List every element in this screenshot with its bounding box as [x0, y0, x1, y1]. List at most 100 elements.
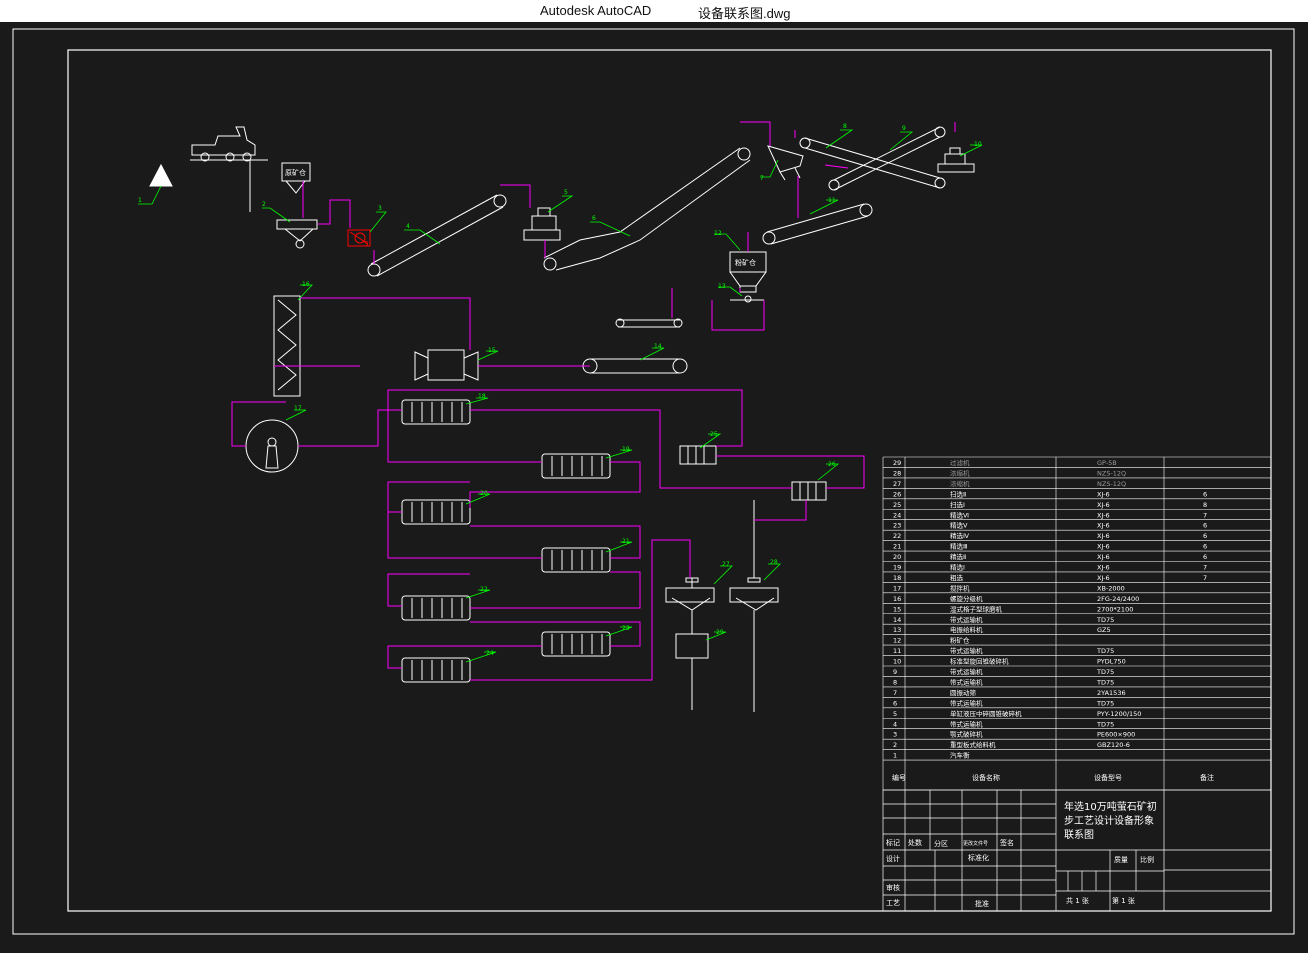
- callout-8: 8: [843, 123, 847, 130]
- bom-cell-no: 28: [893, 469, 901, 477]
- bom-cell-name: 搅拌机: [950, 583, 970, 592]
- bom-cell-remark: 6: [1203, 522, 1207, 530]
- bom-cell-name: 单缸液压中碎圆锥破碎机: [950, 709, 1022, 718]
- callout-19: 19: [622, 446, 630, 453]
- bom-cell-no: 21: [893, 543, 901, 551]
- bom-cell-no: 25: [893, 501, 901, 509]
- bom-cell-remark: 6: [1203, 490, 1207, 498]
- equipment-graphics: [149, 126, 975, 473]
- bom-cell-model: PYY-1200/150: [1097, 710, 1141, 718]
- bom-cell-name: 扫选Ⅰ: [950, 500, 965, 509]
- bom-cell-model: XB-2000: [1097, 584, 1125, 592]
- bom-cell-name: 电振给料机: [950, 625, 983, 634]
- callout-16: 16: [302, 281, 310, 288]
- bom-cell-model: NZS-12Q: [1097, 469, 1126, 477]
- callout-1: 1: [138, 197, 142, 204]
- bom-cell-model: XJ-6: [1097, 553, 1110, 561]
- drawing-title-line1: 年选10万吨萤石矿初: [1064, 800, 1157, 813]
- bom-cell-no: 18: [893, 574, 901, 582]
- tb-process: 工艺: [886, 899, 900, 907]
- tb-mark: 标记: [886, 838, 900, 847]
- callout-12: 12: [714, 230, 722, 237]
- bom-cell-name: 精选Ⅵ: [950, 510, 969, 519]
- bom-cell-no: 1: [893, 752, 897, 760]
- bom-cell-no: 29: [893, 459, 901, 467]
- callout-28: 28: [770, 559, 778, 566]
- scale-triangle-icon: [149, 163, 173, 187]
- flotation-cell-24: [401, 657, 471, 683]
- flotation-cell-18: [401, 399, 471, 425]
- bom-cell-remark: 8: [1203, 501, 1207, 509]
- bom-cell-name: 圆振动筛: [950, 688, 977, 697]
- bom-cell-name: 精选Ⅴ: [950, 521, 968, 530]
- tb-zone: 分区: [934, 839, 948, 848]
- bom-cell-model: TD75: [1096, 720, 1114, 728]
- bom-cell-name: 精选Ⅳ: [950, 531, 969, 540]
- outer-border: [12, 28, 1295, 935]
- flotation-cell-23: [541, 631, 611, 657]
- bom-cell-name: 粗选: [950, 573, 964, 582]
- bom-cell-remark: 6: [1203, 543, 1207, 551]
- bom-header-remark: 备注: [1200, 773, 1214, 782]
- bom-cell-no: 4: [893, 720, 897, 728]
- tb-total-sheets: 共 1 张: [1066, 896, 1089, 905]
- flotation-cell-22: [401, 595, 471, 621]
- bom-header-model: 设备型号: [1094, 773, 1122, 782]
- bom-cell-name: 浓缩机: [950, 479, 970, 488]
- bom-cell-name: 颚式破碎机: [950, 730, 983, 739]
- tb-design: 设计: [886, 854, 900, 863]
- bom-cell-no: 12: [893, 637, 901, 645]
- app-name: Autodesk AutoCAD: [540, 3, 652, 18]
- flotation-cell-21: [541, 547, 611, 573]
- bom-cell-no: 8: [893, 678, 897, 686]
- title-bar: Autodesk AutoCAD 设备联系图.dwg: [0, 0, 1308, 22]
- drawing-title-line3: 联系图: [1064, 829, 1094, 841]
- callout-3: 3: [378, 205, 382, 212]
- bom-cell-name: 精选Ⅱ: [950, 552, 966, 561]
- tb-sign: 签名: [1000, 838, 1014, 847]
- bom-cell-remark: 7: [1203, 511, 1207, 519]
- bom-cell-model: NZS-12Q: [1097, 480, 1126, 488]
- drawing-canvas[interactable]: 1 2 3 4 5 6 7 8 9 10 11 12 13 14 15 16 1…: [0, 22, 1308, 949]
- bom-cell-model: PE600×900: [1097, 731, 1135, 739]
- thickener-27: [665, 577, 715, 611]
- bom-cell-name: 带式运输机: [950, 719, 983, 728]
- bom-cell-model: XJ-6: [1097, 543, 1110, 551]
- inner-border: [67, 49, 1272, 912]
- tb-mass: 质量: [1114, 855, 1128, 864]
- callout-20: 20: [480, 490, 488, 497]
- bom-cell-model: TD75: [1096, 668, 1114, 676]
- bom-cell-name: 精选Ⅰ: [950, 563, 965, 572]
- tb-count: 处数: [908, 838, 922, 847]
- bom-cell-name: 带式运输机: [950, 615, 983, 624]
- bom-cell-no: 9: [893, 668, 897, 676]
- bom-cell-name: 粉矿仓: [950, 636, 970, 645]
- callout-21: 21: [622, 538, 630, 545]
- bom-cell-name: 标准型旋回锥破碎机: [950, 657, 1009, 666]
- callout-26: 26: [828, 461, 836, 468]
- bom-cell-model: GZ5: [1097, 626, 1111, 634]
- bom-cell-name: 湿式格子型球磨机: [950, 604, 1003, 613]
- callout-18: 18: [478, 393, 486, 400]
- bom-cell-model: XJ-6: [1097, 501, 1110, 509]
- callout-5: 5: [564, 189, 568, 196]
- bom-cell-name: 重型板式给料机: [950, 740, 996, 749]
- callout-4: 4: [406, 223, 410, 230]
- bom-cell-no: 5: [893, 710, 897, 718]
- flotation-cell-20: [401, 499, 471, 525]
- callout-25: 25: [710, 431, 718, 438]
- bom-cell-no: 20: [893, 553, 901, 561]
- cad-drawing[interactable]: 1 2 3 4 5 6 7 8 9 10 11 12 13 14 15 16 1…: [0, 22, 1308, 949]
- bom-cell-no: 19: [893, 564, 901, 572]
- bom-cell-no: 7: [893, 689, 897, 697]
- bom-cell-name: 过滤机: [950, 458, 970, 467]
- bom-cell-model: 2YA1536: [1097, 689, 1126, 697]
- bom-cell-model: XJ-6: [1097, 511, 1110, 519]
- callout-6: 6: [592, 215, 596, 222]
- bom-cell-no: 15: [893, 605, 901, 613]
- bom-cell-no: 2: [893, 741, 897, 749]
- bom-cell-no: 22: [893, 532, 901, 540]
- callout-7: 7: [760, 175, 764, 182]
- bom-cell-name: 精选Ⅲ: [950, 542, 967, 551]
- callout-10: 10: [974, 141, 982, 148]
